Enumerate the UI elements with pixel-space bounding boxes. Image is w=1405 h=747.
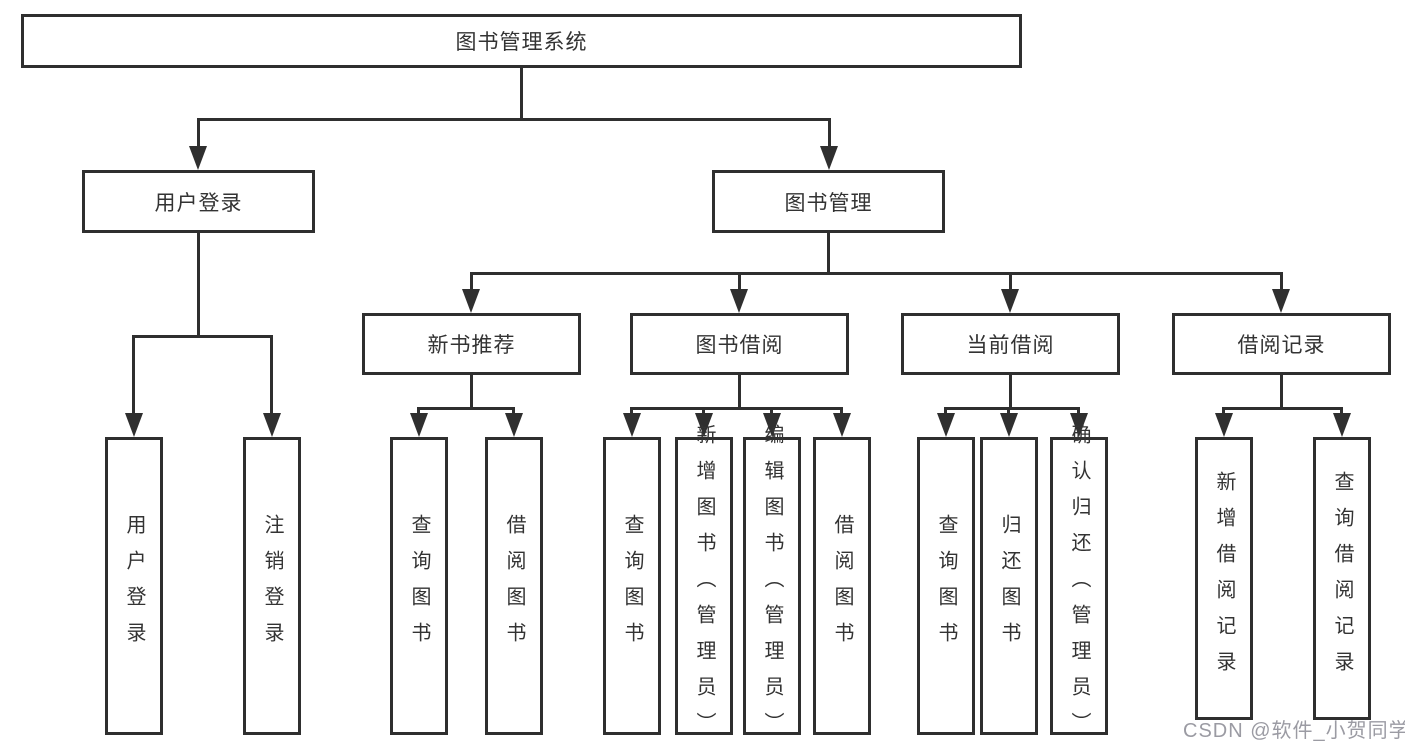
leaf-logout: 注销登录 (243, 437, 301, 735)
connector-line (1222, 407, 1343, 410)
arrowhead-icon (1070, 413, 1088, 437)
leaf-query-books: 查询图书 (603, 437, 661, 735)
leaf-add-borrow-record: 新增借阅记录 (1195, 437, 1253, 720)
arrowhead-icon (1215, 413, 1233, 437)
arrowhead-icon (189, 146, 207, 170)
connector-line (132, 335, 273, 338)
connector-line (270, 335, 273, 417)
node-label: 查询借阅记录 (1331, 470, 1353, 687)
node-book-borrowing: 图书借阅 (630, 313, 849, 375)
arrowhead-icon (125, 413, 143, 437)
leaf-add-books-admin: 新增图书（管理员） (675, 424, 733, 747)
arrowhead-icon (1272, 289, 1290, 313)
connector-line (520, 68, 523, 118)
node-label: 确认归还（管理员） (1068, 424, 1090, 747)
arrowhead-icon (695, 413, 713, 437)
connector-line (1009, 375, 1012, 407)
arrowhead-icon (505, 413, 523, 437)
connector-line (1280, 272, 1283, 294)
connector-line (197, 118, 831, 121)
leaf-borrow-books: 借阅图书 (485, 437, 543, 735)
connector-line (1280, 375, 1283, 407)
node-borrowing-records: 借阅记录 (1172, 313, 1391, 375)
connector-line (417, 407, 515, 410)
leaf-confirm-return-admin: 确认归还（管理员） (1050, 424, 1108, 747)
arrowhead-icon (820, 146, 838, 170)
connector-line (738, 375, 741, 407)
arrowhead-icon (1000, 413, 1018, 437)
node-book-management: 图书管理 (712, 170, 945, 233)
connector-line (1009, 272, 1012, 294)
node-label: 图书借阅 (695, 334, 784, 357)
arrowhead-icon (763, 413, 781, 437)
node-library-management-system: 图书管理系统 (21, 14, 1022, 68)
arrowhead-icon (623, 413, 641, 437)
connector-line (828, 118, 831, 152)
node-label: 编辑图书（管理员） (761, 424, 783, 747)
arrowhead-icon (937, 413, 955, 437)
arrowhead-icon (263, 413, 281, 437)
node-label: 新书推荐 (427, 334, 516, 357)
arrowhead-icon (833, 413, 851, 437)
connector-line (470, 375, 473, 407)
leaf-edit-books-admin: 编辑图书（管理员） (743, 424, 801, 747)
node-label: 用户登录 (123, 514, 145, 658)
node-label: 用户登录 (154, 191, 243, 215)
node-label: 借阅图书 (503, 514, 525, 658)
node-label: 查询图书 (935, 514, 957, 658)
leaf-query-borrow-record: 查询借阅记录 (1313, 437, 1371, 720)
leaf-user-login: 用户登录 (105, 437, 163, 735)
connector-line (470, 272, 473, 294)
node-label: 当前借阅 (966, 334, 1055, 357)
node-current-borrowing: 当前借阅 (901, 313, 1120, 375)
connector-line (827, 233, 830, 272)
arrowhead-icon (730, 289, 748, 313)
node-label: 新增借阅记录 (1213, 470, 1235, 687)
node-label: 查询图书 (408, 514, 430, 658)
connector-line (630, 407, 843, 410)
connector-line (197, 233, 200, 335)
node-label: 图书管理 (784, 191, 873, 215)
connector-line (132, 335, 135, 417)
node-label: 归还图书 (998, 514, 1020, 658)
arrowhead-icon (1001, 289, 1019, 313)
connector-line (470, 272, 1283, 275)
connector-line (944, 407, 1080, 410)
node-label: 借阅图书 (831, 514, 853, 658)
leaf-query-books: 查询图书 (917, 437, 975, 735)
leaf-query-books: 查询图书 (390, 437, 448, 735)
leaf-return-books: 归还图书 (980, 437, 1038, 735)
csdn-watermark: CSDN @软件_小贺同学 (1183, 720, 1405, 742)
leaf-borrow-books: 借阅图书 (813, 437, 871, 735)
arrowhead-icon (1333, 413, 1351, 437)
arrowhead-icon (410, 413, 428, 437)
node-new-book-recommendation: 新书推荐 (362, 313, 581, 375)
node-label: 查询图书 (621, 514, 643, 658)
node-label: 图书管理系统 (455, 31, 588, 54)
node-user-login: 用户登录 (82, 170, 315, 233)
node-label: 借阅记录 (1237, 334, 1326, 357)
connector-line (197, 118, 200, 152)
connector-line (738, 272, 741, 294)
node-label: 新增图书（管理员） (693, 424, 715, 747)
arrowhead-icon (462, 289, 480, 313)
node-label: 注销登录 (261, 514, 283, 658)
